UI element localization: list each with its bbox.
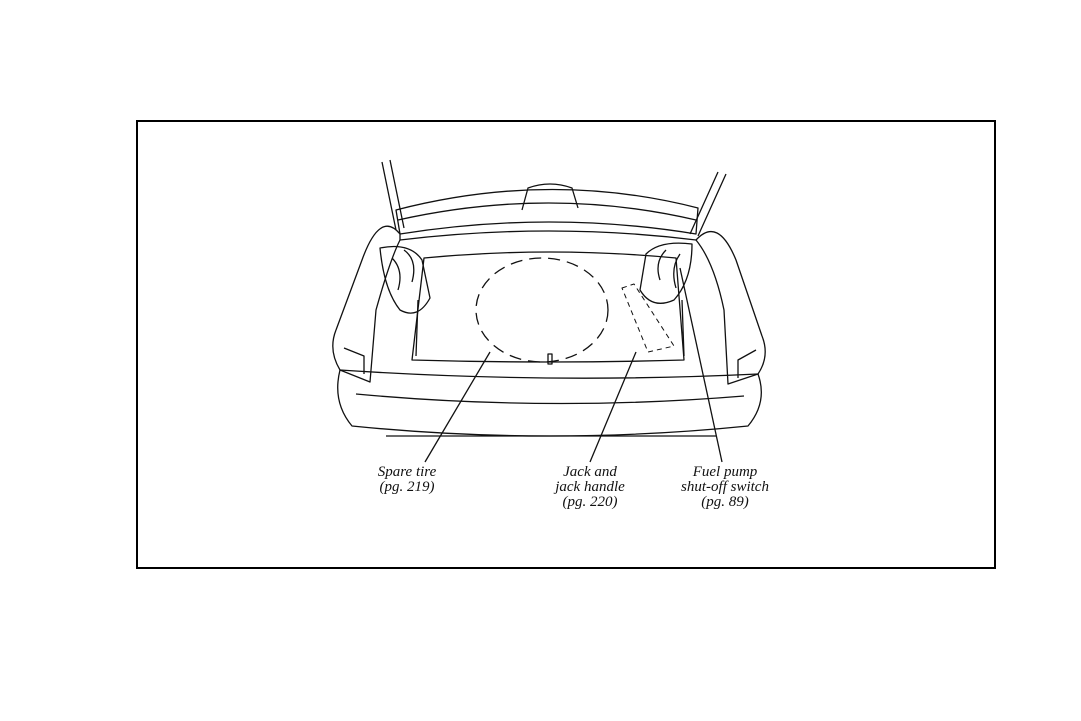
jack-label-line1: Jack and: [530, 465, 650, 480]
trunk-illustration: [300, 150, 800, 460]
spare-tire-label: Spare tire: [352, 465, 462, 480]
fuel-pump-label-line1: Fuel pump: [640, 465, 810, 480]
spare-tire-page: (pg. 219): [352, 480, 462, 495]
fuel-pump-page: (pg. 89): [640, 495, 810, 510]
shelf-handle: [522, 184, 578, 210]
fuel-pump-label-line2: shut-off switch: [640, 480, 810, 495]
callout-fuel-pump: Fuel pump shut-off switch (pg. 89): [640, 465, 810, 510]
right-wheel-well: [640, 243, 692, 303]
jack-page: (pg. 220): [530, 495, 650, 510]
jack-label-line2: jack handle: [530, 480, 650, 495]
callout-spare-tire: Spare tire (pg. 219): [352, 465, 462, 495]
spare-tire-outline: [476, 258, 608, 362]
right-quarter-panel: [696, 240, 765, 384]
jack-compartment-outline: [622, 284, 674, 352]
callout-jack: Jack and jack handle (pg. 220): [530, 465, 650, 510]
right-lid-strut: [690, 172, 726, 236]
left-wheel-well: [380, 247, 430, 314]
